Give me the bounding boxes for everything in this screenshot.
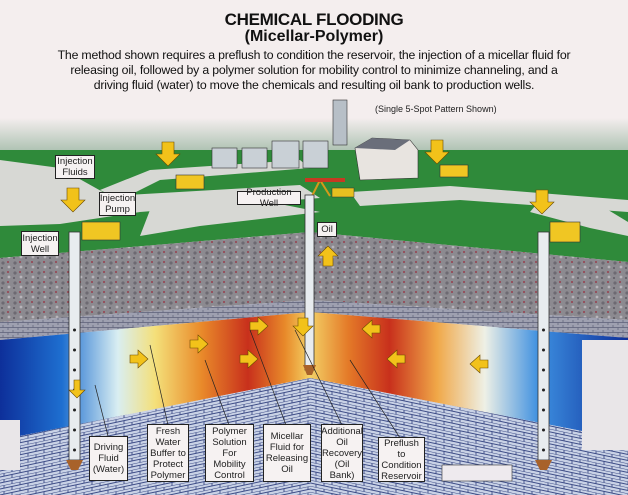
label-driving-fluid: Driving Fluid (Water) bbox=[89, 436, 128, 481]
label-oil-bank: Additional Oil Recovery (Oil Bank) bbox=[321, 424, 363, 482]
arrow-down-icon bbox=[155, 141, 181, 167]
injection-well-left bbox=[66, 231, 83, 470]
pump-jack bbox=[305, 177, 355, 198]
label-oil: Oil bbox=[317, 222, 337, 237]
label-injection-pump: Injection Pump bbox=[99, 192, 136, 216]
arrow-up-icon bbox=[317, 245, 339, 267]
cutaway-corner-left bbox=[0, 420, 20, 470]
production-well bbox=[303, 194, 316, 375]
label-production-well: Production Well bbox=[237, 187, 301, 209]
arrow-down-icon bbox=[529, 189, 555, 215]
label-injection-fluids: Injection Fluids bbox=[55, 155, 95, 179]
arrow-right-icon bbox=[129, 349, 149, 369]
roads bbox=[0, 160, 628, 236]
arrow-right-icon bbox=[189, 334, 209, 354]
label-micellar-fluid: Micellar Fluid for Releasing Oil bbox=[263, 424, 311, 482]
arrow-up-icon bbox=[68, 379, 86, 399]
arrow-left-icon bbox=[361, 319, 381, 339]
arrow-left-icon bbox=[469, 354, 489, 374]
arrow-down-icon bbox=[60, 187, 86, 213]
label-leader-lines bbox=[94, 329, 401, 439]
pattern-note: (Single 5-Spot Pattern Shown) bbox=[375, 104, 497, 114]
arrow-right-icon bbox=[249, 316, 269, 336]
arrow-down-icon bbox=[424, 139, 450, 165]
diagram-description: The method shown requires a preflush to … bbox=[0, 48, 628, 93]
house bbox=[354, 137, 419, 181]
label-injection-well: Injection Well bbox=[21, 231, 59, 256]
label-preflush: Preflush to Condition Reservoir bbox=[378, 437, 425, 482]
arrow-left-icon bbox=[386, 349, 406, 369]
flow-arrows bbox=[60, 139, 555, 399]
diagram-title: CHEMICAL FLOODING bbox=[224, 10, 404, 29]
storage-tanks bbox=[211, 99, 348, 169]
description-text: The method shown requires a preflush to … bbox=[57, 48, 571, 92]
arrow-right-icon bbox=[239, 349, 259, 369]
label-fresh-water-buffer: Fresh Water Buffer to Protect Polymer bbox=[147, 424, 189, 482]
injection-pumps bbox=[81, 164, 581, 243]
label-polymer-solution: Polymer Solution For Mobility Control bbox=[205, 424, 254, 482]
diagram-subtitle: (Micellar-Polymer) bbox=[244, 28, 384, 45]
agency-plaque bbox=[441, 464, 513, 482]
arrow-up-icon bbox=[292, 317, 314, 337]
injection-well-right bbox=[535, 231, 552, 470]
cutaway-corner-right bbox=[582, 340, 628, 450]
